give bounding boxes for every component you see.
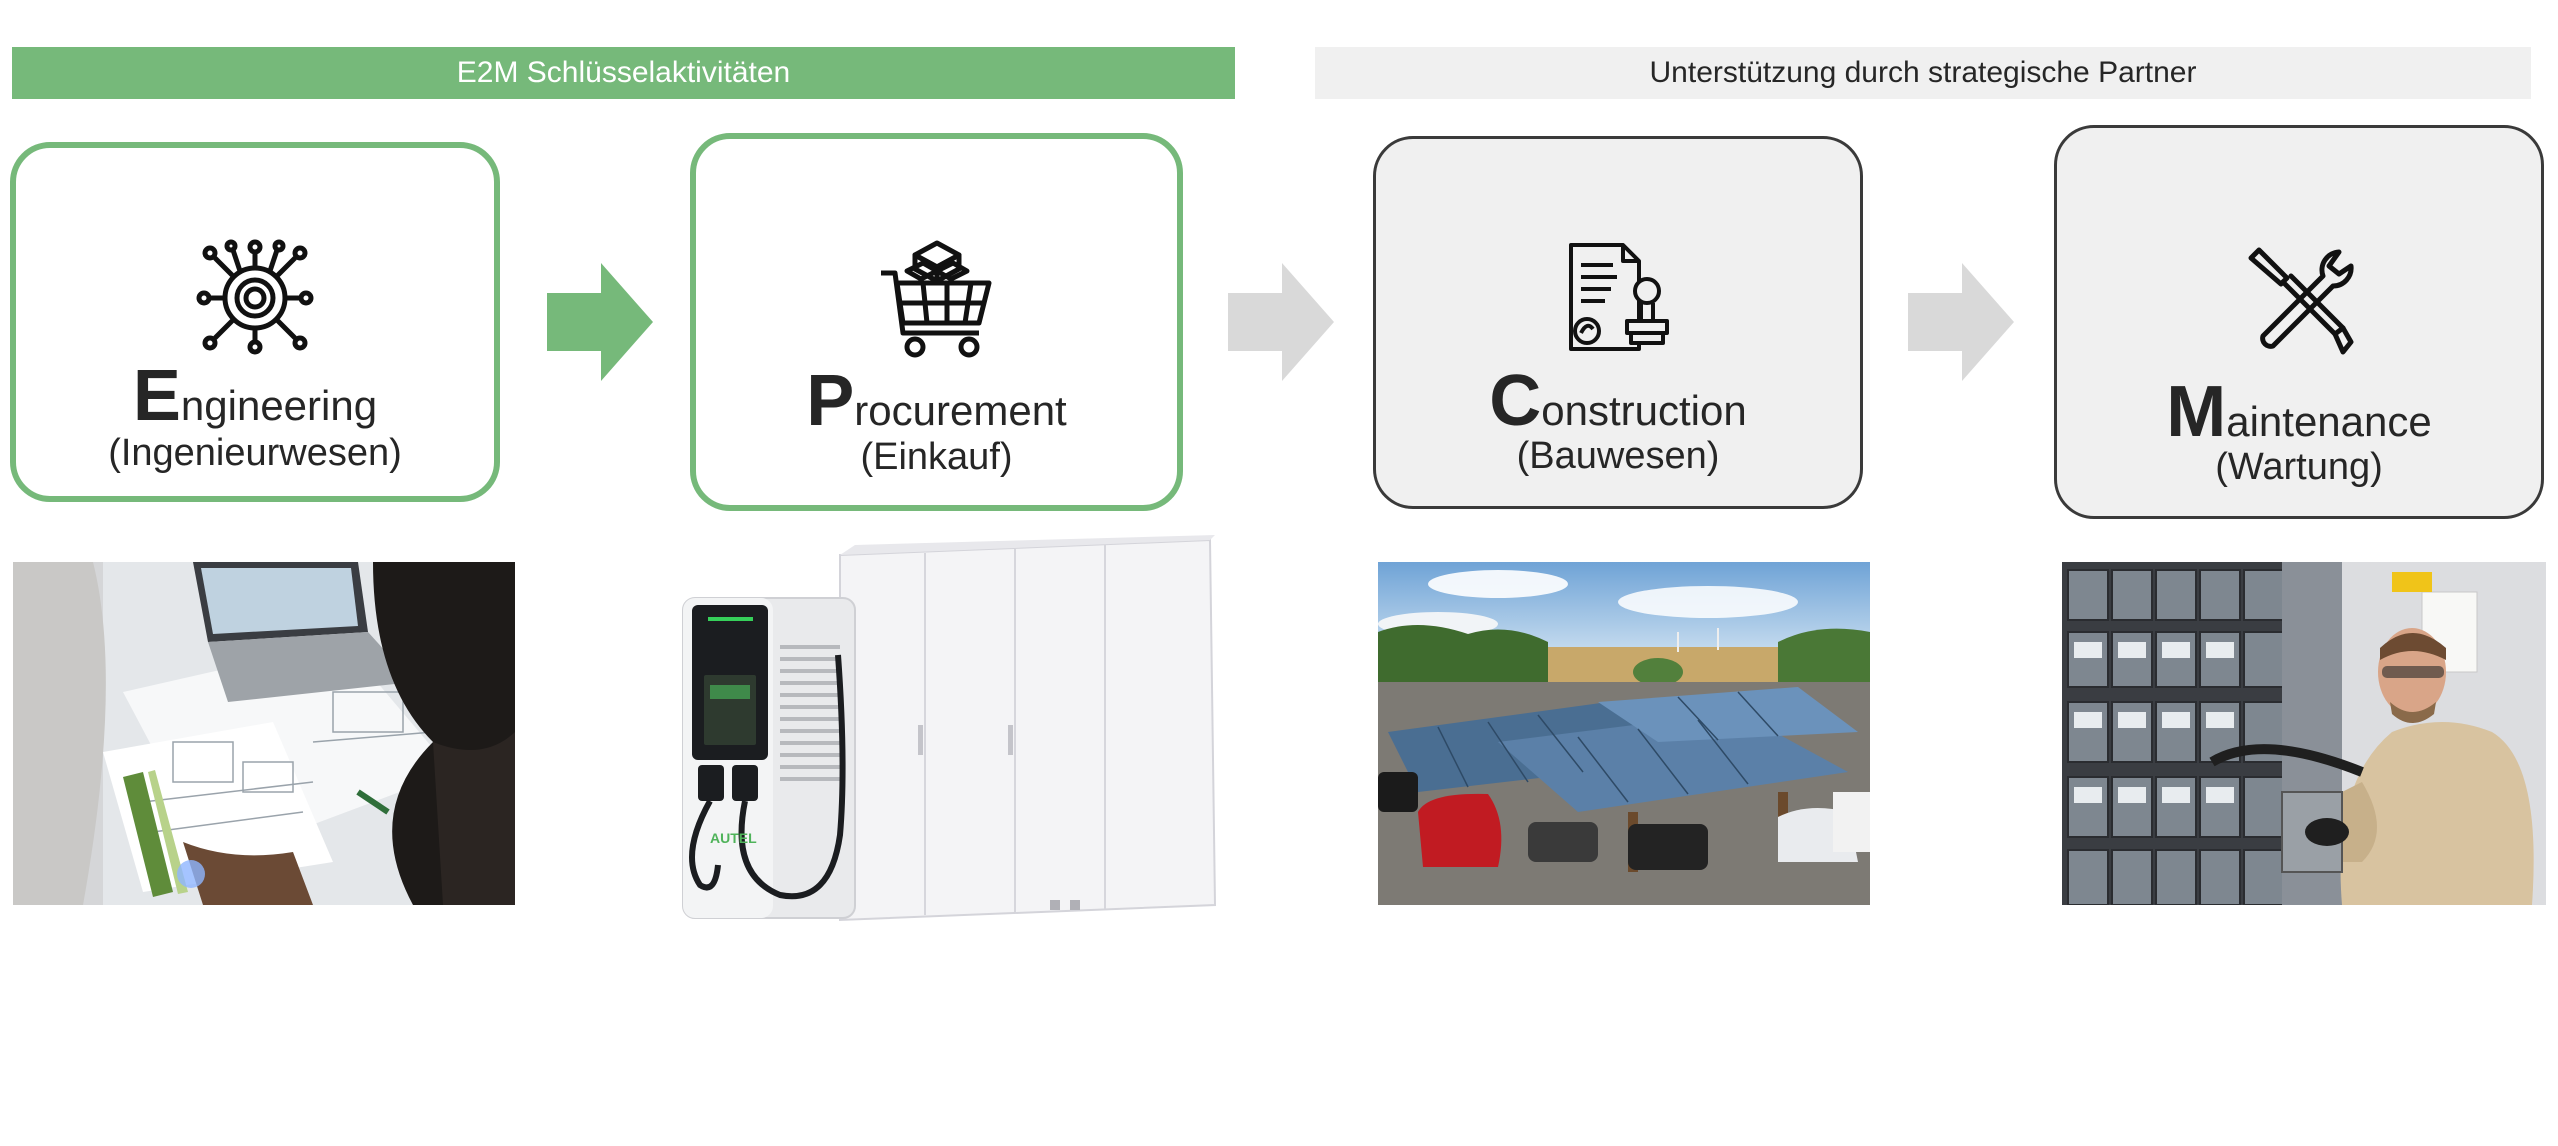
engineering-card: Engineering (Ingenieurwesen) [10, 142, 500, 502]
construction-card: Construction (Bauwesen) [1373, 136, 1863, 509]
maintenance-subtitle: (Wartung) [2215, 446, 2383, 488]
construction-title: Construction [1489, 361, 1747, 441]
procurement-title: Procurement [806, 361, 1067, 441]
gear-network-icon [196, 239, 314, 355]
key-activities-label: E2M Schlüsselaktivitäten [456, 56, 791, 89]
flow-arrow-grey-1 [1228, 263, 1334, 381]
certified-document-icon [1569, 243, 1669, 351]
wrench-screwdriver-icon [2248, 247, 2354, 355]
procurement-subtitle: (Einkauf) [860, 436, 1013, 478]
engineering-photo [13, 562, 515, 905]
charger-brand-text: AUTEL [710, 830, 757, 846]
battery-maintenance-photo [2062, 562, 2546, 905]
flow-arrow-grey-2 [1908, 263, 2014, 381]
construction-subtitle: (Bauwesen) [1516, 435, 1720, 477]
key-activities-banner: E2M Schlüsselaktivitäten [12, 47, 1235, 99]
strategic-partners-label: Unterstützung durch strategische Partner [1649, 56, 2197, 89]
procurement-card: Procurement (Einkauf) [690, 133, 1183, 511]
engineering-title: Engineering [132, 356, 378, 436]
engineering-subtitle: (Ingenieurwesen) [108, 432, 402, 474]
maintenance-title: Maintenance [2166, 372, 2432, 452]
flow-arrow-green [547, 263, 653, 381]
maintenance-card: Maintenance (Wartung) [2054, 125, 2544, 519]
charger-cabinet-photo: AUTEL [670, 535, 1220, 930]
shopping-cart-icon [880, 240, 991, 358]
solar-carport-photo [1378, 562, 1870, 905]
strategic-partners-banner: Unterstützung durch strategische Partner [1315, 47, 2531, 99]
